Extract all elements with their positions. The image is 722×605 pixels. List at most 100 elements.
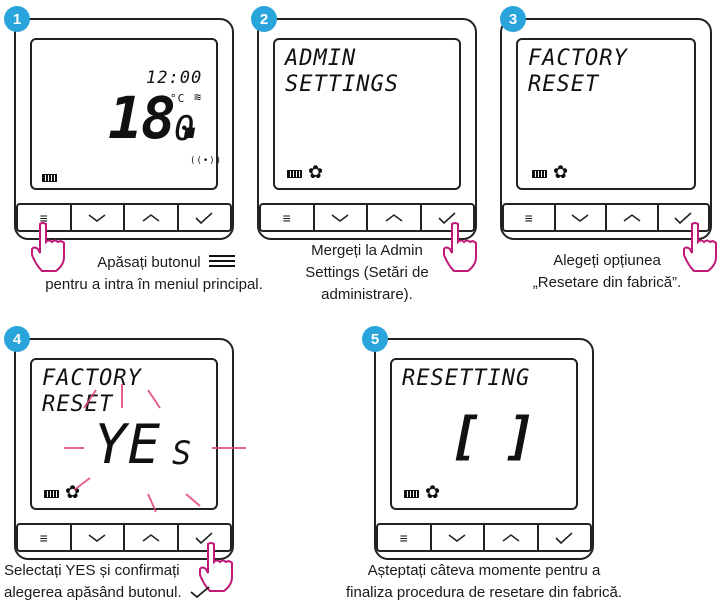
lcd-line-1: FACTORY	[528, 46, 628, 71]
down-button[interactable]	[72, 205, 125, 230]
lcd-line-1: FACTORY	[42, 366, 142, 391]
chevron-down-icon	[448, 533, 466, 542]
chevron-up-icon	[502, 533, 520, 542]
step-number-badge: 5	[362, 326, 388, 352]
checkmark-icon	[555, 531, 573, 544]
chevron-up-icon	[142, 533, 160, 542]
chevron-down-icon	[571, 213, 589, 222]
hand-pointer-icon	[443, 222, 477, 272]
temperature-decimal: 0	[174, 109, 196, 149]
down-button[interactable]	[315, 205, 368, 230]
up-button[interactable]	[368, 205, 422, 230]
lcd-line-2: RESET	[528, 72, 600, 97]
caption-line: „Resetare din fabrică”.	[532, 274, 682, 291]
caption-line: Mergeți la Admin	[311, 242, 423, 259]
yes-value-small: S	[172, 434, 193, 472]
battery-icon	[287, 170, 302, 178]
step-number-badge: 3	[500, 6, 526, 32]
step-number-badge: 2	[251, 6, 277, 32]
caption-line: Settings (Setări de	[305, 264, 429, 281]
gear-icon: ✿	[425, 482, 441, 502]
heating-icon: ≋	[194, 90, 203, 104]
confirm-button[interactable]	[179, 525, 231, 550]
reset-progress-display: [ ]	[450, 407, 536, 467]
flash-indicator	[64, 384, 246, 513]
step-caption: Așteptați câteva momente pentru a finali…	[314, 560, 654, 604]
caption-line: Apăsați butonul	[97, 254, 201, 271]
confirm-button[interactable]	[659, 205, 709, 230]
lcd-screen: ADMIN SETTINGS ✿	[273, 38, 461, 190]
checkmark-icon	[190, 586, 210, 599]
lcd-screen: RESETTING [ ] ✿	[390, 358, 578, 510]
caption-line: Alegeți opțiunea	[553, 252, 661, 269]
down-button[interactable]	[72, 525, 125, 550]
menu-button[interactable]: ≡	[504, 205, 556, 230]
step-number-badge: 4	[4, 326, 30, 352]
down-button[interactable]	[432, 525, 485, 550]
wireless-icon: ((•))	[190, 156, 223, 166]
yes-value-big: YE	[94, 413, 162, 476]
checkmark-icon	[438, 211, 456, 224]
button-bar: ≡	[376, 523, 592, 552]
caption-line: pentru a intra în meniul principal.	[45, 276, 263, 293]
menu-button[interactable]: ≡	[261, 205, 315, 230]
button-bar: ≡	[16, 523, 232, 552]
caption-line: finaliza procedura de resetare din fabri…	[346, 584, 622, 601]
chevron-up-icon	[385, 213, 403, 222]
battery-icon	[532, 170, 547, 178]
menu-icon: ≡	[524, 209, 533, 226]
step-caption: Mergeți la Admin Settings (Setări de adm…	[282, 240, 452, 306]
chevron-down-icon	[88, 533, 106, 542]
menu-button[interactable]: ≡	[18, 205, 72, 230]
up-button[interactable]	[125, 525, 179, 550]
up-button[interactable]	[125, 205, 179, 230]
menu-icon: ≡	[39, 209, 48, 226]
caption-line: Selectați YES și confirmați	[4, 562, 180, 579]
gear-icon: ✿	[308, 162, 324, 182]
hand-pointer-icon	[199, 542, 233, 592]
battery-icon	[44, 490, 59, 498]
menu-icon: ≡	[399, 529, 408, 546]
caption-line: Așteptați câteva momente pentru a	[367, 562, 601, 579]
battery-icon	[42, 174, 57, 182]
lcd-line-1: RESETTING	[402, 366, 531, 391]
lcd-screen: 12:00 18. 0 °C ≋ ((•))	[30, 38, 221, 190]
menu-button[interactable]: ≡	[378, 525, 432, 550]
chevron-up-icon	[623, 213, 641, 222]
unit-label: °C	[170, 92, 186, 105]
checkmark-icon	[674, 211, 692, 224]
step-caption: Apăsați butonul pentru a intra în meniul…	[20, 252, 288, 296]
lcd-line-2: SETTINGS	[285, 72, 399, 97]
hand-pointer-icon	[683, 222, 717, 272]
down-button[interactable]	[556, 205, 607, 230]
gear-icon: ✿	[553, 162, 569, 182]
up-button[interactable]	[607, 205, 659, 230]
menu-icon	[208, 255, 235, 267]
chevron-down-icon	[331, 213, 349, 222]
confirm-button[interactable]	[539, 525, 591, 550]
button-bar: ≡	[259, 203, 475, 232]
checkmark-icon	[195, 531, 213, 544]
lcd-line-2: RESET	[42, 392, 114, 417]
confirm-button[interactable]	[179, 205, 231, 230]
menu-icon: ≡	[39, 529, 48, 546]
chevron-down-icon	[88, 213, 106, 222]
caption-line: alegerea apăsând butonul.	[4, 584, 182, 601]
lcd-screen: FACTORY RESET YE S ✿	[30, 358, 218, 510]
step-number-badge: 1	[4, 6, 30, 32]
lcd-line-1: ADMIN	[285, 46, 357, 71]
confirm-button[interactable]	[422, 205, 474, 230]
battery-icon	[404, 490, 419, 498]
hand-pointer-icon	[31, 222, 65, 272]
menu-button[interactable]: ≡	[18, 525, 72, 550]
time-display: 12:00	[146, 68, 203, 88]
step-caption: Selectați YES și confirmați alegerea apă…	[4, 560, 210, 604]
caption-line: administrare).	[321, 286, 413, 303]
chevron-up-icon	[142, 213, 160, 222]
up-button[interactable]	[485, 525, 539, 550]
lcd-screen: FACTORY RESET ✿	[516, 38, 696, 190]
step-caption: Alegeți opțiunea „Resetare din fabrică”.	[522, 250, 692, 294]
menu-icon: ≡	[282, 209, 291, 226]
button-bar: ≡	[16, 203, 232, 232]
button-bar: ≡	[502, 203, 710, 232]
